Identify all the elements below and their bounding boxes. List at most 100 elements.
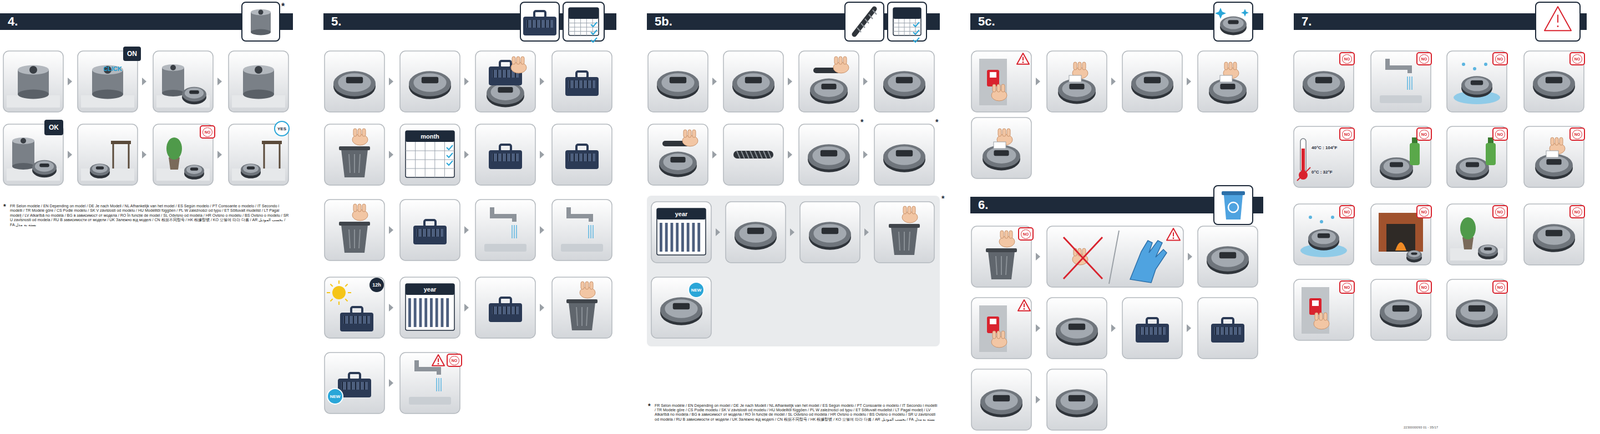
step-illustration — [659, 223, 663, 252]
step-illustration — [665, 223, 668, 252]
step-chevron — [1111, 324, 1116, 333]
step-illustration — [492, 306, 494, 315]
step-illustration — [190, 167, 199, 171]
step-illustration — [1461, 76, 1493, 95]
step-panel — [971, 51, 1032, 113]
step-illustration — [505, 153, 508, 162]
step-panel — [400, 277, 460, 339]
step-illustration — [1063, 237, 1103, 280]
step-illustration — [745, 77, 762, 84]
step-illustration — [1139, 327, 1141, 336]
step-panel — [1446, 51, 1507, 113]
step-illustration — [656, 208, 706, 220]
step-illustration — [1459, 159, 1486, 174]
step-panel — [798, 124, 859, 186]
step-illustration — [439, 229, 441, 237]
step-panel — [800, 201, 860, 263]
step-illustration — [984, 391, 1018, 410]
header-icon — [520, 2, 560, 42]
step-chevron — [217, 150, 222, 159]
step-illustration — [357, 316, 359, 324]
step-illustration — [834, 56, 838, 65]
step-illustration — [586, 153, 589, 162]
warning-triangle — [1172, 232, 1174, 237]
step-panel — [475, 124, 536, 186]
step-panel — [552, 51, 612, 113]
header-icon — [1544, 6, 1572, 31]
step-illustration — [1157, 327, 1159, 336]
badge-text: 5c. — [978, 14, 996, 29]
warning-triangle — [432, 355, 445, 367]
step-illustration — [578, 153, 580, 162]
step-illustration — [754, 150, 758, 159]
step-panel — [1046, 369, 1107, 431]
step-panel — [1197, 297, 1258, 359]
warning-triangle — [1172, 237, 1175, 240]
step-panel — [475, 277, 536, 339]
step-panel — [971, 297, 1032, 359]
step-illustration — [497, 87, 513, 93]
step-illustration — [809, 78, 848, 102]
step-illustration — [20, 138, 27, 144]
step-illustration — [1484, 247, 1492, 251]
step-illustration — [670, 223, 674, 252]
step-panel — [874, 51, 935, 113]
step-illustration — [986, 69, 1000, 87]
no-badge: NO — [446, 353, 463, 368]
step-illustration — [430, 229, 432, 237]
step-panel — [1293, 279, 1354, 341]
header-icon — [574, 18, 575, 36]
badge-text: NO — [202, 127, 213, 138]
step-panel — [798, 51, 859, 113]
step-panel — [324, 277, 385, 339]
step-illustration — [353, 204, 357, 212]
step-illustration — [492, 207, 515, 222]
step-panel — [3, 51, 64, 113]
step-illustration — [887, 146, 921, 165]
header-icon — [887, 2, 927, 42]
step-chevron — [539, 304, 545, 312]
step-illustration — [979, 58, 1007, 106]
step-panel — [971, 117, 1032, 179]
asterisk: * — [3, 203, 7, 211]
badge-text: 6. — [978, 198, 989, 212]
step-illustration — [499, 297, 511, 305]
step-illustration — [434, 229, 437, 237]
step-illustration — [110, 140, 131, 145]
step-illustration — [424, 220, 436, 227]
step-illustration — [1484, 62, 1488, 67]
step-illustration — [348, 229, 351, 249]
section-header: 7. — [1293, 13, 1587, 30]
step-panel — [1523, 204, 1584, 266]
step-illustration — [1000, 230, 1004, 239]
step-illustration — [416, 229, 444, 237]
step-illustration — [446, 145, 453, 150]
header-icon — [535, 19, 538, 28]
badge-text: NEW — [691, 287, 702, 293]
step-illustration — [1224, 62, 1228, 70]
step-illustration — [341, 382, 368, 391]
step-illustration — [767, 150, 772, 159]
step-illustration — [996, 331, 1001, 339]
badge-text: NO — [1342, 54, 1353, 64]
step-panel — [1046, 226, 1184, 288]
step-illustration — [338, 221, 371, 226]
step-illustration — [1009, 230, 1013, 239]
step-illustration — [1319, 220, 1324, 224]
step-illustration — [992, 331, 996, 339]
step-illustration — [1317, 233, 1330, 239]
no-badge: NO — [1416, 52, 1432, 66]
step-panel — [324, 277, 385, 339]
step-illustration — [89, 163, 110, 176]
step-panel — [475, 199, 536, 261]
step-panel — [874, 124, 935, 186]
badge-text: NO — [1572, 207, 1583, 217]
step-illustration — [337, 73, 371, 92]
step-illustration — [1148, 327, 1150, 336]
step-illustration — [683, 129, 687, 138]
step-panel — [725, 201, 786, 263]
no-badge: NO — [1569, 205, 1586, 219]
step-illustration — [514, 306, 516, 315]
step-panel — [1370, 204, 1431, 266]
step-chevron — [142, 77, 147, 86]
